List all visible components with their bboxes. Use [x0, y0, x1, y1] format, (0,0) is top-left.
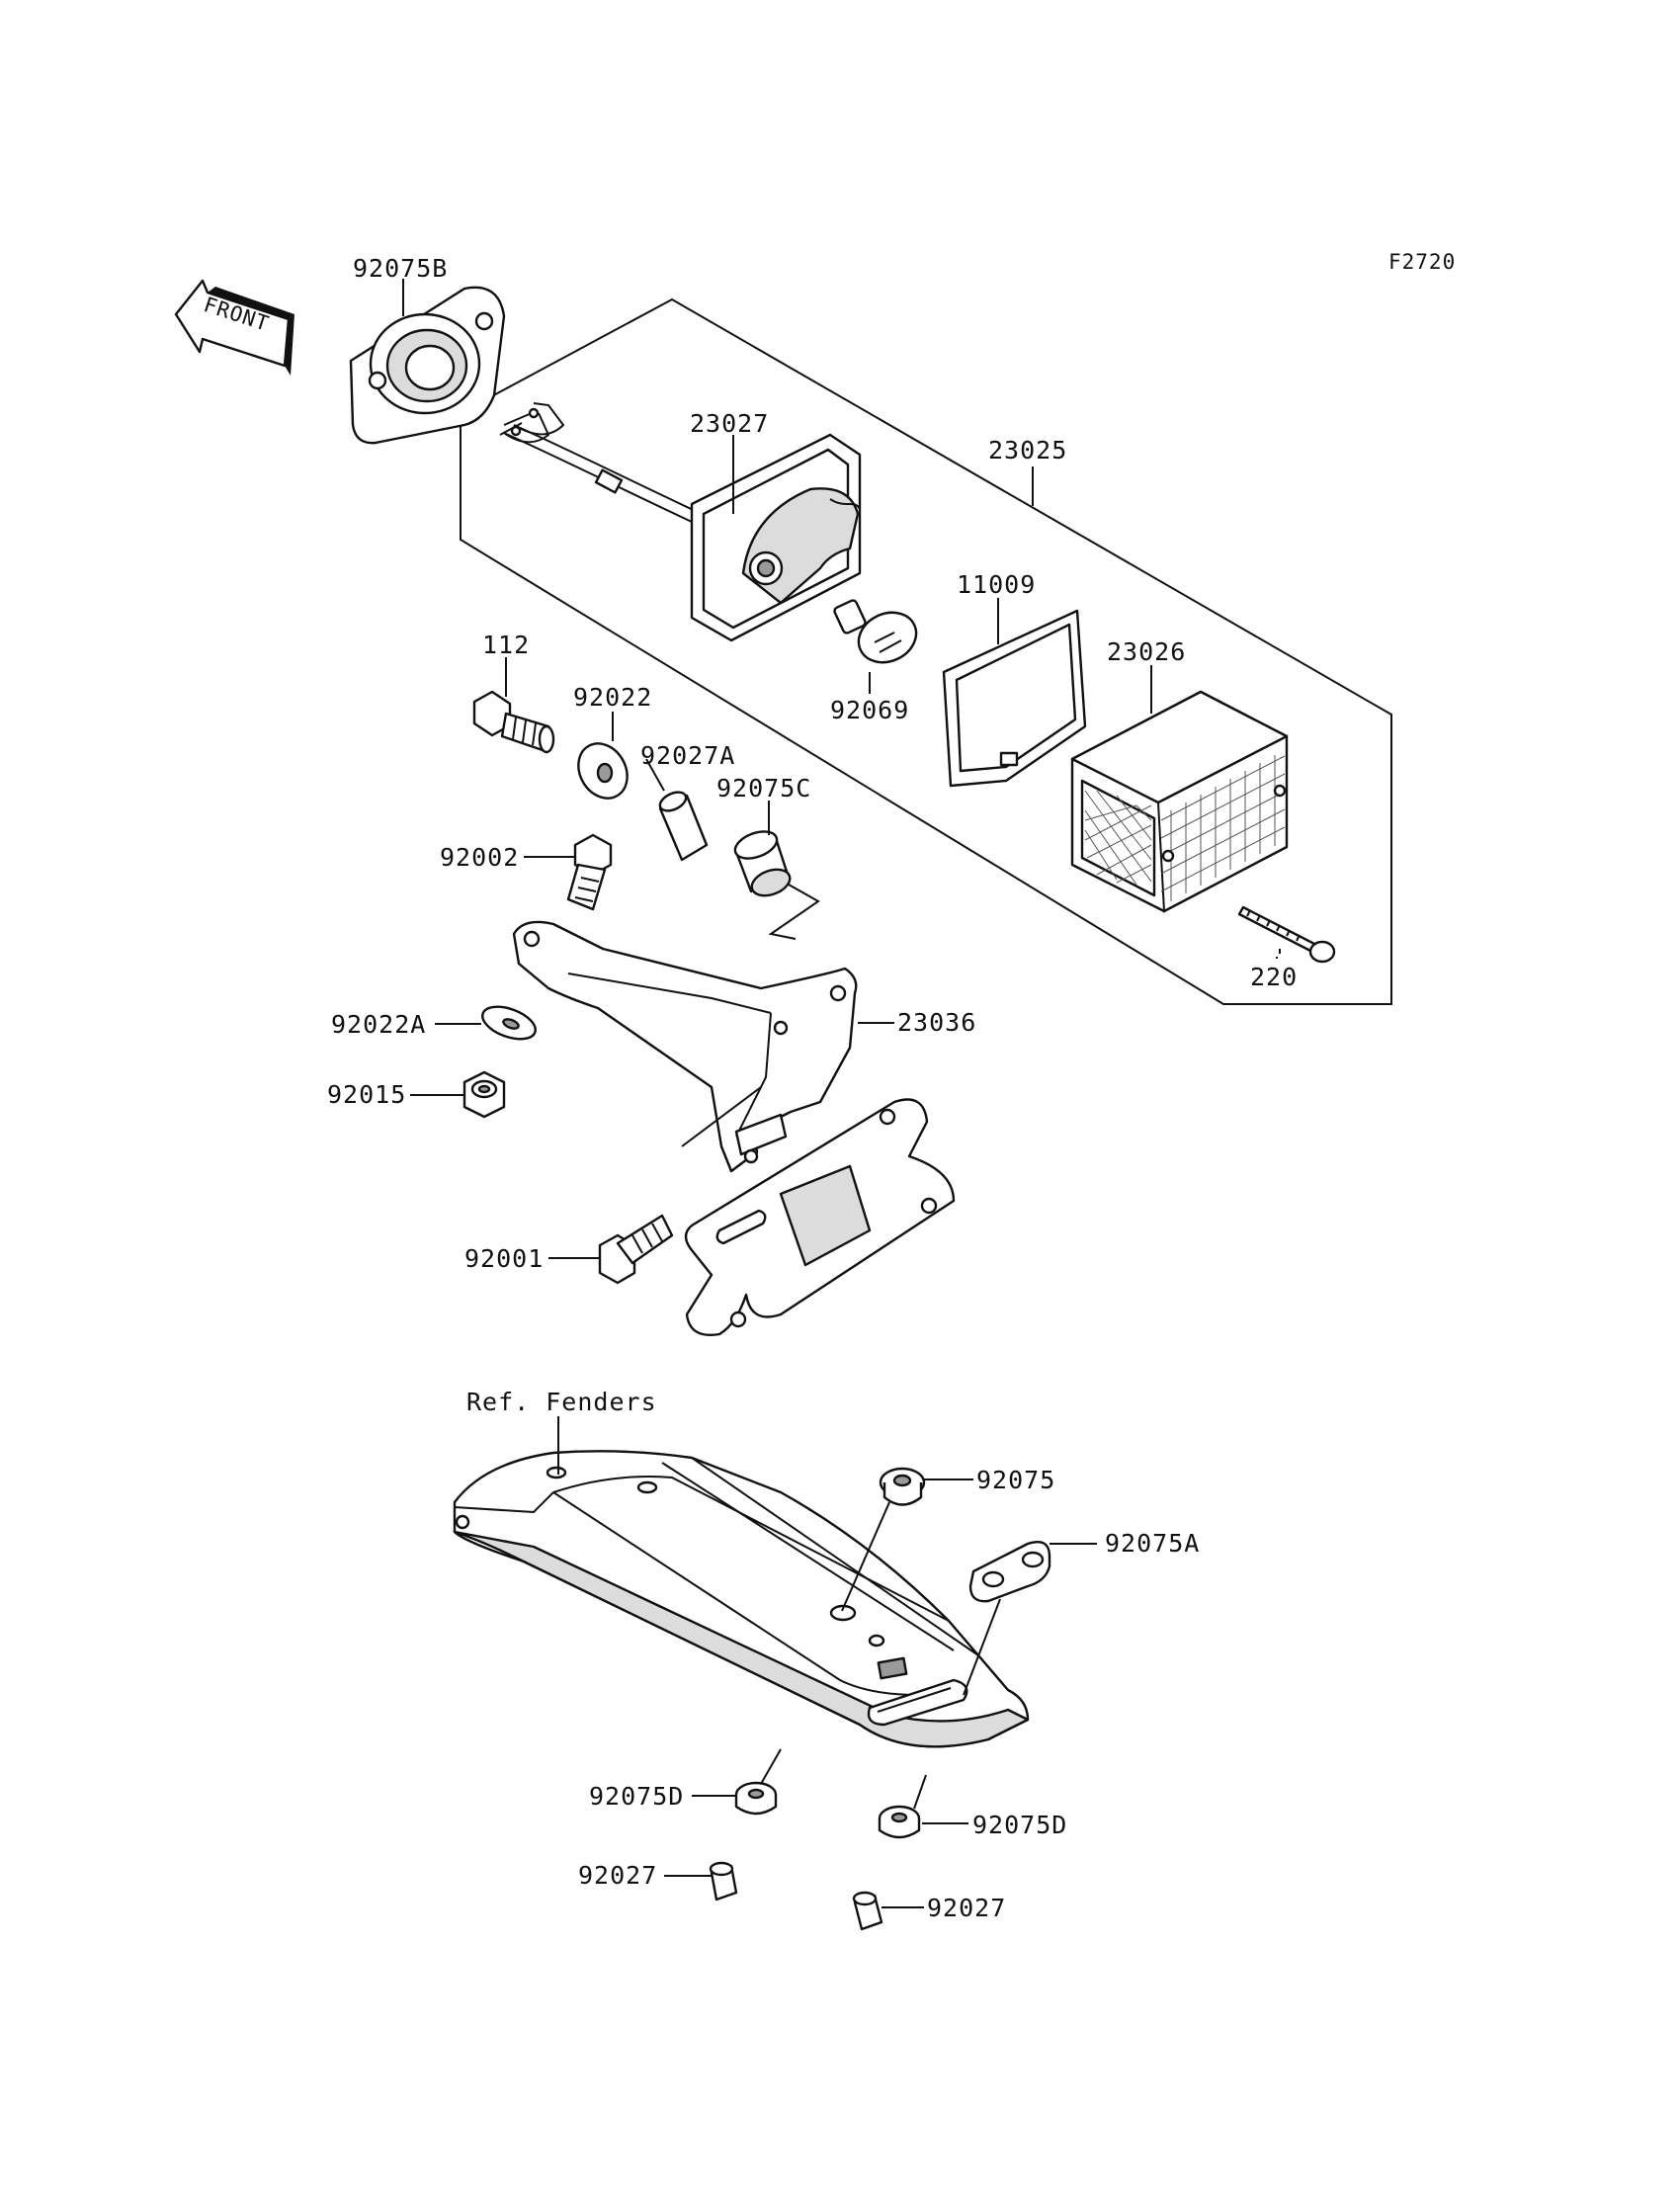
label-92022: 92022: [573, 683, 652, 712]
leader-lines: [402, 279, 1281, 1908]
bolt-112: [472, 690, 555, 754]
label-11009: 11009: [957, 570, 1036, 599]
wiring-harness: [499, 402, 703, 523]
front-arrow-icon: FRONT: [174, 279, 294, 376]
label-220: 220: [1250, 963, 1298, 991]
lens-23026: [1070, 690, 1289, 913]
collar-92027-right: [852, 1891, 883, 1931]
grommet-92075a: [968, 1540, 1051, 1603]
label-92069: 92069: [830, 696, 909, 724]
label-92075d-right: 92075D: [972, 1811, 1067, 1839]
grommet-92075: [879, 1467, 926, 1506]
label-92027-left: 92027: [578, 1861, 657, 1890]
label-92001: 92001: [464, 1244, 544, 1273]
label-92022a: 92022A: [331, 1010, 426, 1039]
taillamp-assembly-outline: [460, 297, 1392, 1005]
label-92075d-left: 92075D: [589, 1782, 684, 1811]
bulb-92069: [833, 599, 918, 664]
label-92015: 92015: [327, 1080, 406, 1109]
label-ref-fenders: Ref. Fenders: [466, 1388, 657, 1416]
label-23027: 23027: [690, 409, 769, 438]
grommet-92075d-right: [878, 1805, 921, 1839]
rear-fender: [453, 1450, 1030, 1748]
label-92075a: 92075A: [1105, 1529, 1200, 1558]
collar-92027a: [658, 791, 709, 862]
nut-92015: [462, 1070, 506, 1119]
washer-92022: [577, 742, 629, 800]
label-92027a: 92027A: [640, 741, 735, 770]
bolt-92002: [566, 833, 613, 911]
label-112: 112: [482, 631, 530, 659]
grommet-92075c: [733, 830, 792, 897]
label-92075b: 92075B: [353, 254, 448, 283]
label-92075: 92075: [976, 1466, 1055, 1494]
grommet-92075d-left: [734, 1781, 778, 1816]
lens-gasket-11009: [942, 609, 1087, 788]
washer-92022a: [481, 1005, 537, 1041]
bracket-23036: [512, 920, 858, 1173]
screw-220: [1237, 905, 1336, 964]
label-23025: 23025: [988, 436, 1067, 465]
figure-code: F2720: [1388, 250, 1456, 274]
label-92075c: 92075C: [716, 774, 811, 803]
gasket-92075b: [349, 286, 506, 445]
lamp-housing-23027: [690, 433, 862, 642]
license-plate-bracket: [684, 1098, 956, 1336]
lens-grid-pattern: [1084, 734, 1288, 913]
label-92002: 92002: [440, 843, 519, 872]
collar-92027-left: [709, 1861, 738, 1901]
label-92027-right: 92027: [927, 1894, 1006, 1922]
label-23036: 23036: [897, 1008, 976, 1037]
bolt-92001: [598, 1214, 674, 1285]
label-23026: 23026: [1107, 637, 1186, 666]
